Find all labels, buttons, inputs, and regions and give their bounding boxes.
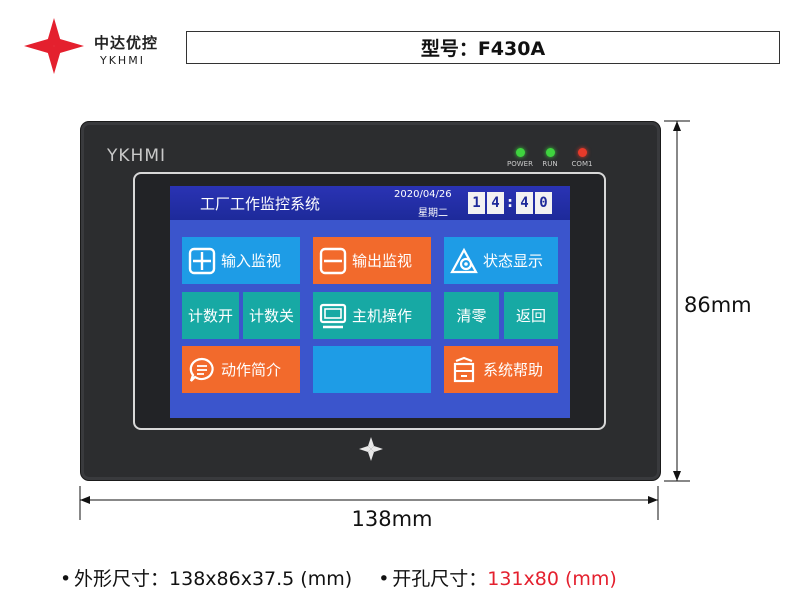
button-label: 动作简介 <box>221 361 282 379</box>
host-operation-button[interactable]: 主机操作 <box>313 292 431 339</box>
button-label: 计数开 <box>187 307 233 325</box>
status-display-button[interactable]: 状态显示 <box>444 237 558 284</box>
clock-digit: 4 <box>516 192 533 214</box>
led-label: COM1 <box>571 160 593 168</box>
bullet-dot: • <box>60 568 72 590</box>
outer-size-label: 外形尺寸： <box>74 568 170 590</box>
cutout-size-value: 131x80 (mm) <box>487 568 617 590</box>
input-monitor-button[interactable]: 输入监视 <box>182 237 300 284</box>
led-run: RUN <box>535 148 565 168</box>
outer-size-value: 138x86x37.5 (mm) <box>169 568 353 590</box>
com1-led-icon <box>577 148 587 157</box>
model-title: 型号：F430A <box>186 31 780 64</box>
height-dimension-label: 86mm <box>684 293 752 317</box>
bullet-dot: • <box>378 568 390 590</box>
status-leds: POWER RUN COM1 <box>505 148 601 172</box>
home-key-icon[interactable] <box>358 436 384 462</box>
led-label: POWER <box>507 160 533 168</box>
back-button[interactable]: 返回 <box>504 292 558 339</box>
touch-screen: 工厂工作监控系统 2020/04/26 星期二 1 4 : 4 0 输入监视 <box>170 186 570 418</box>
button-label: 输入监视 <box>221 252 282 270</box>
button-label: 清零 <box>456 307 487 325</box>
blank-button[interactable] <box>313 346 431 393</box>
digital-clock: 1 4 : 4 0 <box>468 191 554 215</box>
chat-bubble-icon <box>189 357 214 382</box>
clock-digit: 0 <box>535 192 552 214</box>
output-monitor-button[interactable]: 输出监视 <box>313 237 431 284</box>
monitor-icon <box>319 303 347 328</box>
screen-weekday: 星期二 <box>418 208 448 219</box>
action-intro-button[interactable]: 动作简介 <box>182 346 300 393</box>
led-power: POWER <box>505 148 535 168</box>
cutout-size-label: 开孔尺寸： <box>392 568 488 590</box>
output-monitor-icon <box>319 247 347 274</box>
input-monitor-icon <box>188 247 216 274</box>
help-document-icon <box>453 356 475 382</box>
count-on-button[interactable]: 计数开 <box>182 292 239 339</box>
clock-digit: 1 <box>468 192 485 214</box>
logo-english-name: YKHMI <box>100 54 145 67</box>
button-label: 返回 <box>515 307 546 325</box>
device-brand: YKHMI <box>107 146 166 166</box>
button-label: 主机操作 <box>352 307 413 325</box>
logo-chinese-name: 中达优控 <box>94 34 159 52</box>
company-logo: 中达优控 YKHMI <box>22 16 172 76</box>
specs-row: •外形尺寸：138x86x37.5 (mm) •开孔尺寸：131x80 (mm) <box>60 564 780 592</box>
led-com1: COM1 <box>567 148 597 168</box>
width-dimension-label: 138mm <box>351 507 433 531</box>
hmi-device: YKHMI POWER RUN COM1 工厂工作监控系统 2020/04/26… <box>80 121 661 481</box>
button-label: 状态显示 <box>483 252 544 270</box>
led-label: RUN <box>542 160 558 168</box>
clear-button[interactable]: 清零 <box>444 292 499 339</box>
power-led-icon <box>515 148 525 157</box>
system-help-button[interactable]: 系统帮助 <box>444 346 558 393</box>
clock-digit: 4 <box>487 192 504 214</box>
screen-date: 2020/04/26 <box>394 189 452 200</box>
screen-title-bar: 工厂工作监控系统 2020/04/26 星期二 1 4 : 4 0 <box>170 186 570 220</box>
clock-colon: : <box>507 195 513 211</box>
run-led-icon <box>545 148 555 157</box>
count-off-button[interactable]: 计数关 <box>243 292 300 339</box>
screen-title: 工厂工作监控系统 <box>200 195 321 213</box>
logo-star-icon <box>24 18 84 74</box>
button-label: 输出监视 <box>352 252 413 270</box>
button-label: 系统帮助 <box>483 361 544 379</box>
status-gear-icon <box>450 247 478 273</box>
button-label: 计数关 <box>248 307 294 325</box>
